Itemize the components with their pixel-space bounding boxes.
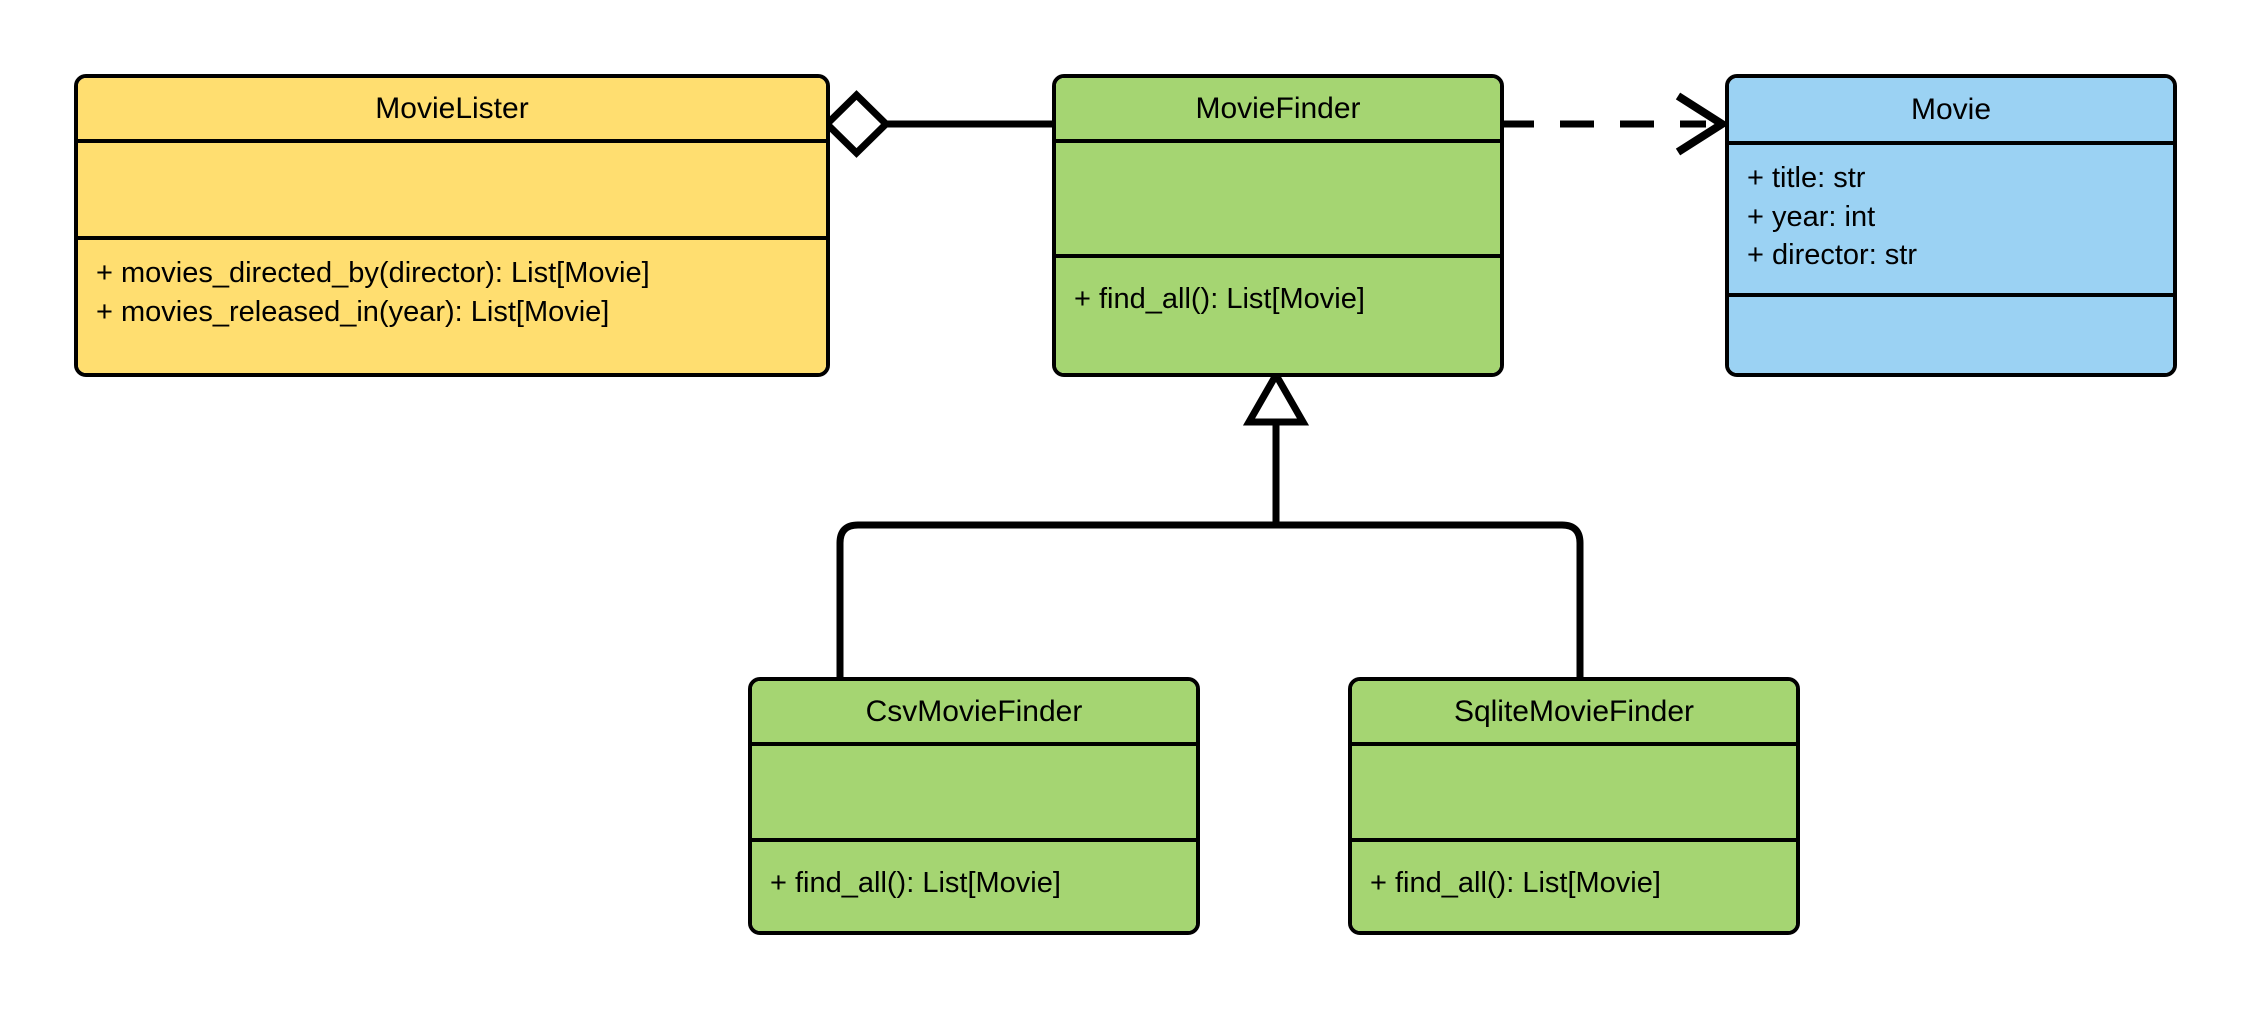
class-attribute-item: + director: str (1747, 239, 1918, 272)
empty-attributes-spacer (770, 760, 1178, 838)
class-title-compartment: Movie (1729, 78, 2173, 145)
empty-attributes-spacer (1074, 157, 1482, 254)
class-attribute-item: + title: str (1747, 162, 1866, 194)
class-box-sqlite-movie-finder[interactable]: SqliteMovieFinder + find_all(): List[Mov… (1348, 677, 1800, 935)
class-title-compartment: MovieFinder (1056, 78, 1500, 143)
hollow-diamond-icon (822, 90, 891, 158)
open-arrow-icon (1675, 92, 1730, 156)
class-box-movie-lister[interactable]: MovieLister + movies_directed_by(directo… (74, 74, 830, 377)
class-name-csv-movie-finder: CsvMovieFinder (865, 695, 1083, 728)
relationship-generalization-tree (836, 367, 1584, 677)
class-attributes-compartment (752, 746, 1196, 842)
hollow-triangle-icon (1242, 367, 1310, 426)
class-title-compartment: MovieLister (78, 78, 826, 143)
class-box-movie[interactable]: Movie + title: str + year: int + directo… (1725, 74, 2177, 377)
class-attributes-compartment (78, 143, 826, 240)
class-name-movie: Movie (1910, 93, 1992, 126)
relationship-aggregation-lister-finder (822, 90, 1052, 158)
empty-attributes-spacer (96, 157, 808, 236)
class-method-item: + find_all(): List[Movie] (1370, 867, 1661, 899)
class-method-item: + movies_directed_by(director): List[Mov… (96, 257, 650, 289)
class-methods-compartment: + find_all(): List[Movie] (1352, 842, 1796, 931)
class-box-csv-movie-finder[interactable]: CsvMovieFinder + find_all(): List[Movie] (748, 677, 1200, 935)
relationship-dependency-finder-movie (1500, 92, 1730, 156)
class-methods-compartment: + movies_directed_by(director): List[Mov… (78, 240, 826, 373)
class-method-item: + find_all(): List[Movie] (1074, 283, 1365, 315)
generalization-bus-right (1276, 521, 1584, 677)
class-attribute-item: + year: int (1747, 200, 1876, 233)
class-name-sqlite-movie-finder: SqliteMovieFinder (1453, 695, 1695, 728)
empty-methods-spacer (1747, 311, 2155, 373)
generalization-bus-left (836, 521, 1276, 677)
class-attributes-compartment: + title: str + year: int + director: str (1729, 145, 2173, 297)
class-name-movie-finder: MovieFinder (1195, 92, 1361, 125)
class-methods-compartment: + find_all(): List[Movie] (1056, 258, 1500, 373)
empty-attributes-spacer (1370, 760, 1778, 838)
class-name-movie-lister: MovieLister (375, 92, 529, 125)
class-methods-compartment: + find_all(): List[Movie] (752, 842, 1196, 931)
class-methods-compartment (1729, 297, 2173, 373)
class-attributes-compartment (1056, 143, 1500, 258)
class-title-compartment: CsvMovieFinder (752, 681, 1196, 746)
class-attributes-compartment (1352, 746, 1796, 842)
class-box-movie-finder[interactable]: MovieFinder + find_all(): List[Movie] (1052, 74, 1504, 377)
class-method-item: + find_all(): List[Movie] (770, 867, 1061, 899)
class-method-item: + movies_released_in(year): List[Movie] (96, 295, 610, 328)
class-title-compartment: SqliteMovieFinder (1352, 681, 1796, 746)
